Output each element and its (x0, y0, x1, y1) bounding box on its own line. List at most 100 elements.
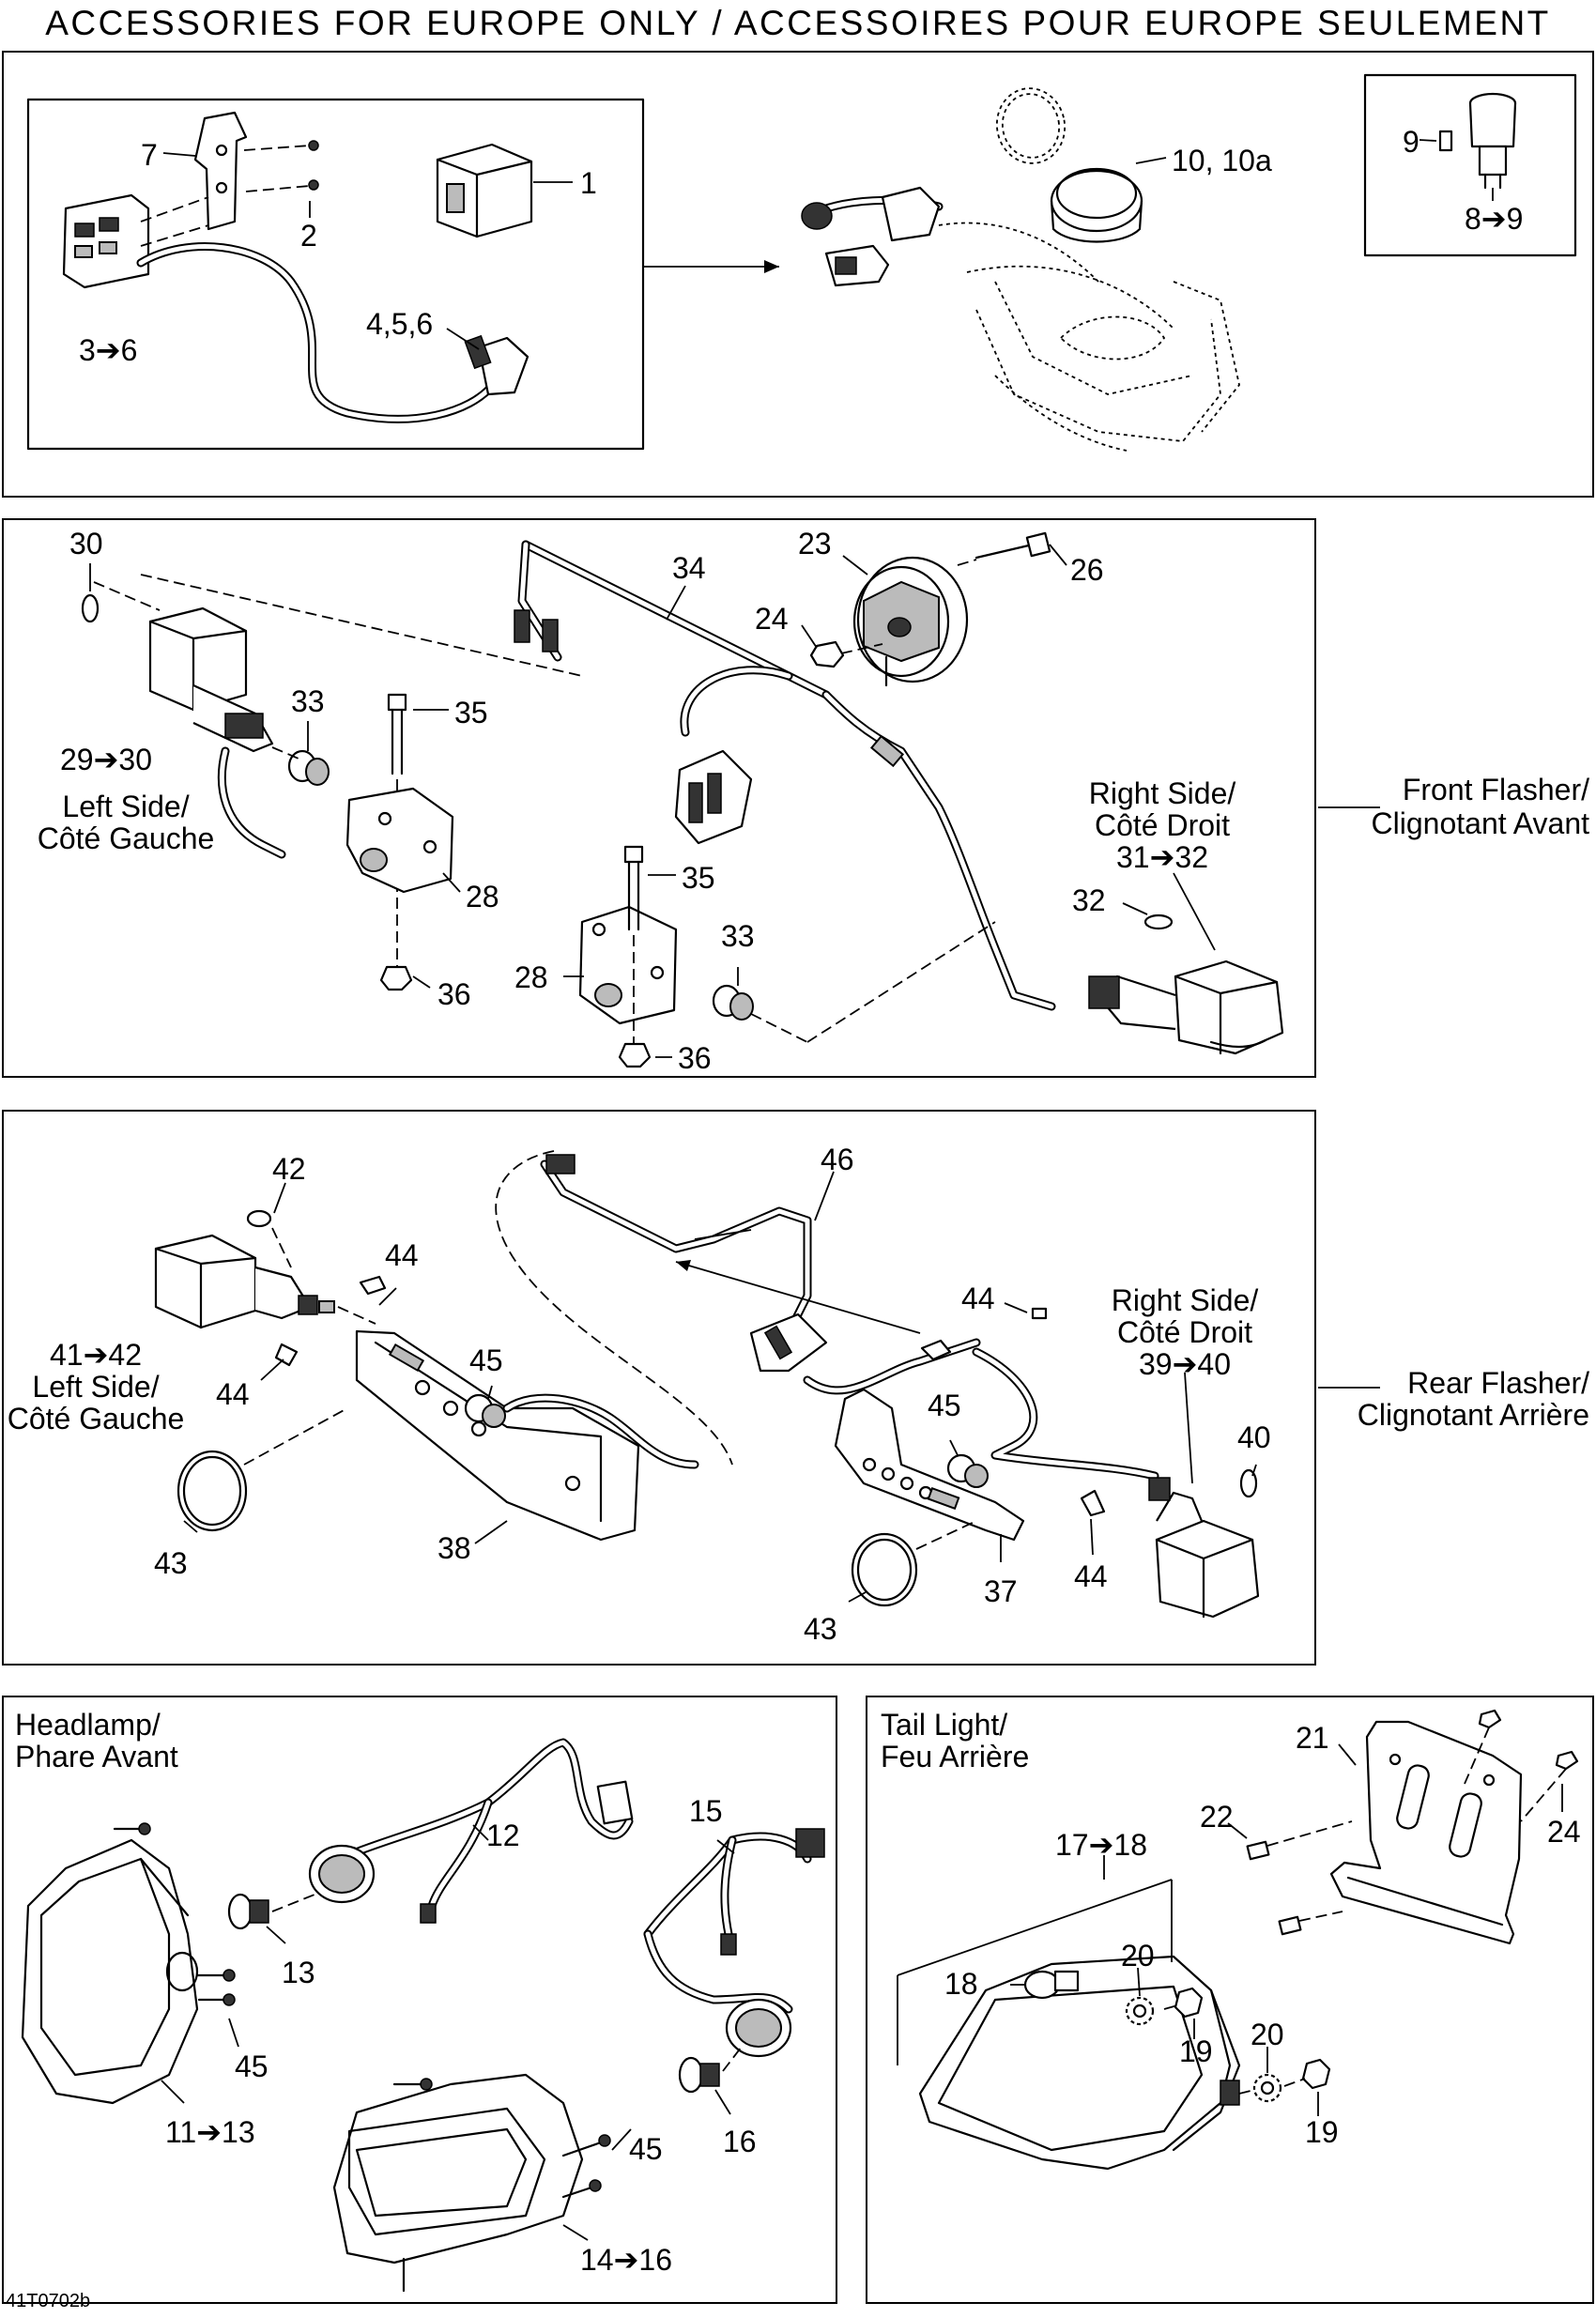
callout-45-headlamp-right: 45 (629, 2132, 663, 2166)
rear-right-side-label-fr: Côté Droit (1117, 1315, 1252, 1349)
callout-21: 21 (1296, 1721, 1329, 1755)
switch-bracket (193, 111, 248, 231)
callout-10-10a: 10, 10a (1172, 144, 1272, 177)
front-flasher-label-fr: Clignotant Avant (1372, 806, 1590, 840)
bracket-left (345, 787, 454, 894)
callout-12: 12 (486, 1819, 520, 1852)
rubber-plug-left-bottom (274, 1343, 299, 1367)
callout-20-upper: 20 (1121, 1939, 1155, 1973)
callout-24: 24 (755, 602, 789, 636)
front-flasher-label-en: Front Flasher/ (1403, 773, 1589, 806)
bolt-left (387, 693, 407, 775)
callout-11-to-13: 11➔13 (165, 2115, 255, 2149)
switch-kit-inset-frame (1363, 73, 1577, 257)
right-side-label-fr: Côté Droit (1095, 808, 1230, 842)
grommet-right (712, 984, 754, 1021)
callout-22: 22 (1200, 1800, 1234, 1834)
callout-23: 23 (798, 527, 832, 560)
panel-handlebar-accessories (2, 51, 1594, 498)
page-title: ACCESSORIES FOR EUROPE ONLY / ACCESSOIRE… (45, 4, 1551, 42)
tail-light-bulb (1023, 1970, 1080, 2000)
callout-33-right: 33 (721, 919, 755, 953)
callout-13: 13 (282, 1956, 315, 1989)
left-front-flasher (148, 606, 286, 859)
headlamp-housing-left (21, 1838, 199, 2105)
handlebar-kit-inset-frame (26, 98, 645, 451)
callout-44-lower-left: 44 (216, 1377, 250, 1411)
grommet-rear-right (946, 1453, 989, 1488)
callout-24-tail: 24 (1547, 1815, 1581, 1849)
callout-36-left: 36 (437, 977, 471, 1011)
left-side-label-en: Left Side/ (62, 790, 189, 823)
callout-19-lower: 19 (1305, 2115, 1339, 2149)
tail-light-heading-en: Tail Light/ (881, 1708, 1007, 1742)
gasket-ring (995, 87, 1067, 164)
callout-36-right: 36 (678, 1041, 712, 1075)
rear-left-side-label-fr: Côté Gauche (8, 1402, 185, 1435)
rear-right-side-label-en: Right Side/ (1112, 1283, 1259, 1317)
bracket-bolts (1246, 1709, 1579, 1936)
rear-left-side-label-en: Left Side/ (32, 1370, 159, 1404)
lock-washer-upper (1125, 1996, 1155, 2026)
panel2-artwork: 30 29➔30 33 35 28 36 34 23 26 24 35 33 2… (38, 527, 1589, 1075)
callout-29-to-30: 29➔30 (60, 743, 152, 776)
nut-upper (1174, 1987, 1204, 2019)
panel-front-flasher (2, 518, 1316, 1078)
nut-left (379, 965, 413, 991)
callout-1: 1 (580, 166, 597, 200)
grommet-rear-left (464, 1393, 506, 1428)
rear-bracket-left (355, 1329, 640, 1542)
callout-14-to-16: 14➔16 (580, 2243, 672, 2277)
left-front-bulb (81, 593, 100, 623)
front-harness (514, 540, 1056, 1011)
callout-28-left: 28 (466, 880, 499, 913)
right-front-bulb (1143, 913, 1174, 930)
grommet-left (287, 749, 330, 786)
callout-37: 37 (984, 1574, 1018, 1608)
tail-light-heading-fr: Feu Arrière (881, 1740, 1029, 1773)
left-rear-bulb (246, 1209, 272, 1228)
panel-rear-flasher (2, 1110, 1316, 1666)
callout-26: 26 (1070, 553, 1104, 587)
callout-8-to-9: 8➔9 (1465, 202, 1523, 236)
callout-9: 9 (1403, 125, 1420, 159)
harness-connector (464, 334, 529, 396)
right-rear-flasher (1148, 1477, 1260, 1619)
rear-flasher-label-en: Rear Flasher/ (1407, 1366, 1589, 1400)
flasher-relay (436, 143, 533, 238)
callout-33-left: 33 (291, 684, 325, 718)
right-rear-bulb (1239, 1468, 1258, 1498)
bolt-right (623, 845, 644, 931)
left-rear-flasher (154, 1234, 335, 1329)
rear-left-callout: 41➔42 (50, 1338, 142, 1372)
callout-15: 15 (689, 1794, 723, 1828)
rubber-plug-left-top (359, 1275, 387, 1296)
nut-right (618, 1042, 652, 1068)
bulb-socket-right (725, 1998, 792, 2058)
callout-18: 18 (944, 1967, 978, 2001)
callout-44-upper-right: 44 (961, 1282, 995, 1315)
license-plate-bracket (1329, 1720, 1523, 1945)
callout-45-right: 45 (928, 1389, 961, 1422)
callout-32: 32 (1072, 883, 1106, 917)
callout-20-lower: 20 (1251, 2018, 1284, 2051)
callout-19-upper: 19 (1179, 2034, 1213, 2068)
rubber-plug-right-bottom (1080, 1489, 1106, 1517)
callout-30: 30 (69, 527, 103, 560)
callout-3-to-6: 3➔6 (79, 333, 137, 367)
headlamp-heading-fr: Phare Avant (15, 1740, 178, 1773)
panel3-artwork: 42 46 44 44 44 44 45 45 43 43 38 37 40 4… (8, 1143, 1589, 1646)
front-harness-connector (674, 749, 753, 845)
handlebar-assembly (801, 186, 1240, 452)
callout-4-5-6: 4,5,6 (366, 307, 433, 341)
accessory-switch (1438, 92, 1517, 190)
callout-17-to-18: 17➔18 (1055, 1828, 1147, 1862)
callout-16: 16 (723, 2125, 757, 2158)
callout-38: 38 (437, 1531, 471, 1565)
panel4-artwork: Headlamp/ Phare Avant 12 15 13 45 11➔13 … (15, 1708, 825, 2293)
callout-7: 7 (141, 138, 158, 172)
bulb-socket-left (308, 1844, 376, 1904)
callout-44-upper-left: 44 (385, 1238, 419, 1272)
headlamp-bulb-right (678, 2056, 720, 2094)
